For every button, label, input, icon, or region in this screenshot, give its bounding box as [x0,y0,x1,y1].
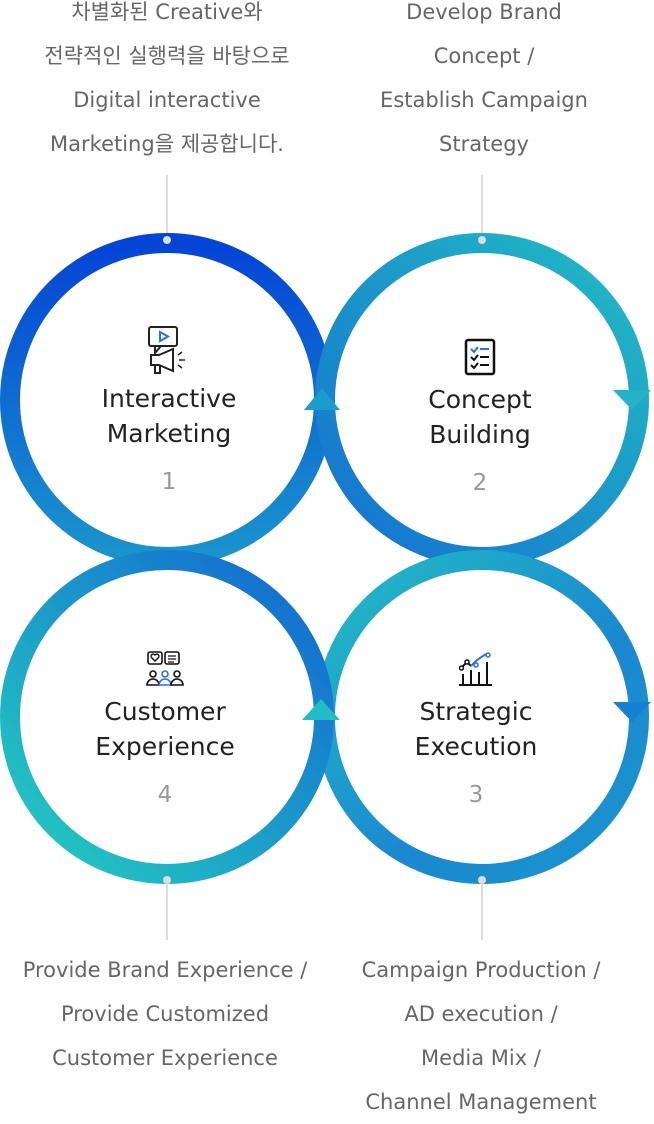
desc-line: Campaign Production / [361,958,601,982]
desc-line: 차별화된 Creative와 [71,0,263,24]
step-interactive-marketing: Interactive Marketing 1 [39,325,299,495]
step-title: Building [429,420,531,449]
connector-dot [163,876,171,884]
desc-line: Customer Experience [52,1046,278,1070]
megaphone-video-icon [148,326,185,374]
arrow-up-icon [302,699,340,720]
step-number: 3 [468,782,484,808]
connector-dot [478,236,486,244]
desc-line: Strategy [439,132,529,156]
step-concept-building: Concept Building 2 [350,338,610,496]
desc-line: Concept / [433,44,535,68]
checklist-icon [464,338,496,376]
step-title: Execution [414,732,538,761]
description-bottom-left: Provide Brand Experience / Provide Custo… [0,948,330,1080]
desc-line: Marketing을 제공합니다. [50,132,284,156]
arrow-up-icon [304,388,340,410]
desc-line: Digital interactive [73,88,261,112]
connector-dot [478,876,486,884]
desc-line: Provide Brand Experience / [22,958,308,982]
connector-dot [163,236,171,244]
step-title: Concept [428,385,532,414]
step-title: Customer [104,697,226,726]
step-strategic-execution: Strategic Execution 3 [346,652,606,808]
desc-line: Channel Management [365,1090,597,1114]
step-title: Marketing [106,419,232,448]
description-bottom-right: Campaign Production / AD execution / Med… [316,948,646,1124]
arrow-down-icon [613,702,651,722]
step-number: 2 [472,470,488,496]
description-top-left: 차별화된 Creative와 전략적인 실행력을 바탕으로 Digital in… [2,0,332,166]
step-title: Strategic [419,697,533,726]
desc-line: Provide Customized [60,1002,270,1026]
step-title: Experience [95,732,235,761]
customer-feedback-icon [146,651,184,686]
chart-growth-icon [459,652,492,686]
arrow-down-icon [613,390,651,410]
step-customer-experience: Customer Experience 4 [35,650,295,808]
desc-line: Media Mix / [421,1046,541,1070]
desc-line: Develop Brand [406,0,562,24]
step-title: Interactive [101,384,237,413]
description-top-right: Develop Brand Concept / Establish Campai… [319,0,649,166]
step-number: 1 [161,469,177,495]
step-number: 4 [157,782,173,808]
desc-line: Establish Campaign [380,88,588,112]
desc-line: 전략적인 실행력을 바탕으로 [44,44,290,68]
desc-line: AD execution / [404,1002,558,1026]
